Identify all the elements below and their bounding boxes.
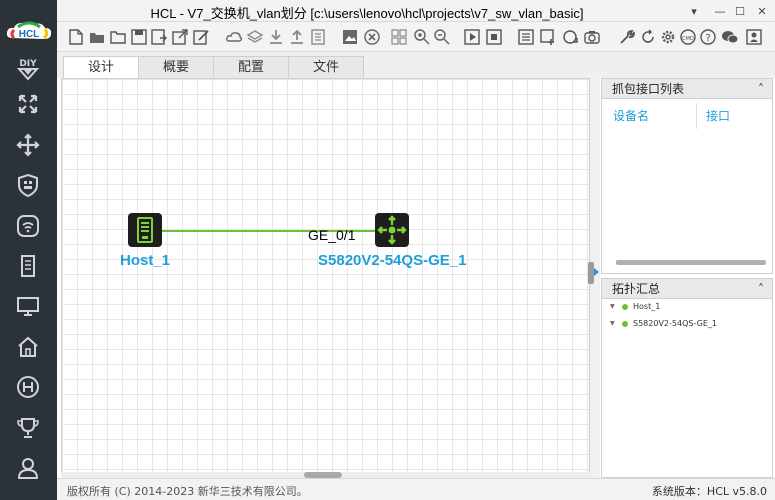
grid-icon[interactable]: [390, 28, 408, 46]
zoom-out-icon[interactable]: [433, 28, 451, 46]
panel-splitter[interactable]: [590, 78, 600, 478]
svg-text:?: ?: [705, 33, 710, 44]
port-label: GE_0/1: [308, 227, 356, 243]
diy-icon[interactable]: DIY: [12, 52, 44, 84]
open-folder-icon[interactable]: [109, 28, 127, 46]
settings-icon[interactable]: [618, 28, 636, 46]
tree-item-label: S5820V2-54QS-GE_1: [633, 319, 717, 328]
layers-icon[interactable]: [246, 28, 264, 46]
minimize-button[interactable]: —: [714, 4, 726, 18]
wireless-icon[interactable]: [12, 210, 44, 242]
status-dot-icon: [622, 303, 628, 310]
open-project-icon[interactable]: [88, 28, 106, 46]
expand-arrow-icon[interactable]: [594, 268, 599, 276]
refresh-link-icon[interactable]: [561, 28, 579, 46]
stop-all-icon[interactable]: [485, 28, 503, 46]
terminal-icon[interactable]: [12, 290, 44, 322]
window-title: HCL - V7_交换机_vlan划分 [c:\users\lenovo\hcl…: [150, 6, 584, 21]
status-bar: 版权所有 (C) 2014-2023 新华三技术有限公司。 系统版本：HCL v…: [57, 478, 775, 500]
tree-item-switch[interactable]: ▼ S5820V2-54QS-GE_1: [610, 319, 717, 328]
save-as-icon[interactable]: [150, 28, 168, 46]
topology-summary-panel: 拓扑汇总 ˄ ▼ Host_1 ▼ S5820V2-54QS-GE_1: [601, 278, 773, 478]
menu-dropdown-button[interactable]: ▾: [691, 4, 697, 18]
save-icon[interactable]: [130, 28, 148, 46]
splitter-grip[interactable]: [588, 262, 594, 284]
status-dot-icon: [622, 320, 628, 327]
version-text: 系统版本：HCL v5.8.0: [651, 485, 767, 498]
upload-icon[interactable]: [288, 28, 306, 46]
h3c-icon[interactable]: [12, 371, 44, 403]
router-icon[interactable]: [12, 88, 44, 120]
maximize-button[interactable]: ☐: [735, 4, 745, 18]
summary-panel-title: 拓扑汇总: [612, 282, 661, 296]
scrollbar-thumb[interactable]: [304, 472, 342, 478]
summary-panel-header: 拓扑汇总 ˄: [602, 279, 772, 299]
column-interface[interactable]: 接口: [706, 109, 731, 123]
collapse-icon[interactable]: ˄: [758, 282, 764, 296]
switch-icon[interactable]: [12, 129, 44, 161]
capture-panel-title: 抓包接口列表: [612, 82, 685, 96]
help-icon[interactable]: ?: [699, 28, 717, 46]
toolbar: CMD ?: [57, 22, 775, 52]
cloud-icon[interactable]: [225, 28, 243, 46]
home-icon[interactable]: [12, 331, 44, 363]
column-device-name[interactable]: 设备名: [613, 109, 650, 123]
tree-item-host[interactable]: ▼ Host_1: [610, 302, 660, 311]
chat-icon[interactable]: [721, 28, 739, 46]
tree-item-label: Host_1: [633, 302, 661, 311]
config-icon[interactable]: [517, 28, 535, 46]
capture-icon[interactable]: [583, 28, 601, 46]
gear-icon[interactable]: [659, 28, 677, 46]
tab-overview[interactable]: 概要: [138, 56, 214, 78]
tree-expand-icon[interactable]: ▼: [610, 303, 615, 310]
svg-text:CMD: CMD: [682, 36, 694, 42]
canvas-horizontal-scrollbar[interactable]: [61, 472, 590, 478]
export-icon[interactable]: [171, 28, 189, 46]
reset-icon[interactable]: [639, 28, 657, 46]
collapse-icon[interactable]: ˄: [758, 82, 764, 96]
add-link-icon[interactable]: [539, 28, 557, 46]
svg-text:HCL: HCL: [19, 29, 40, 40]
server-icon[interactable]: [12, 250, 44, 282]
capture-panel-header: 抓包接口列表 ˄: [602, 79, 772, 99]
copyright-text: 版权所有 (C) 2014-2023 新华三技术有限公司。: [67, 485, 308, 498]
close-button[interactable]: ✕: [757, 4, 767, 18]
firewall-icon[interactable]: [12, 169, 44, 201]
column-divider: [696, 103, 697, 129]
user-profile-icon[interactable]: [745, 28, 763, 46]
new-project-icon[interactable]: [67, 28, 85, 46]
user-icon[interactable]: [12, 452, 44, 484]
switch-device-label[interactable]: S5820V2-54QS-GE_1: [318, 252, 467, 269]
host-device-label[interactable]: Host_1: [120, 252, 171, 269]
title-bar: HCL - V7_交换机_vlan划分 [c:\users\lenovo\hcl…: [57, 0, 775, 22]
capture-panel-scrollbar[interactable]: [616, 260, 766, 265]
start-all-icon[interactable]: [463, 28, 481, 46]
delete-topology-icon[interactable]: [363, 28, 381, 46]
image-icon[interactable]: [341, 28, 359, 46]
tab-config[interactable]: 配置: [213, 56, 289, 78]
cmd-icon[interactable]: CMD: [679, 28, 697, 46]
notes-icon[interactable]: [309, 28, 327, 46]
topology-canvas[interactable]: [61, 78, 590, 476]
trophy-icon[interactable]: [12, 412, 44, 444]
tree-expand-icon[interactable]: ▼: [610, 320, 615, 327]
switch-device-icon[interactable]: [374, 212, 410, 248]
host-device-icon[interactable]: [127, 212, 163, 248]
device-sidebar: HCL DIY: [0, 0, 57, 500]
tab-design[interactable]: 设计: [63, 56, 139, 78]
download-icon[interactable]: [267, 28, 285, 46]
topology-link[interactable]: [160, 230, 385, 232]
capture-interface-panel: 抓包接口列表 ˄ 设备名 接口: [601, 78, 773, 274]
hcl-logo: HCL: [4, 20, 54, 46]
svg-text:DIY: DIY: [19, 59, 37, 69]
tab-bar: 设计 概要 配置 文件: [57, 52, 775, 78]
tab-files[interactable]: 文件: [288, 56, 364, 78]
edit-icon[interactable]: [192, 28, 210, 46]
zoom-in-icon[interactable]: [413, 28, 431, 46]
